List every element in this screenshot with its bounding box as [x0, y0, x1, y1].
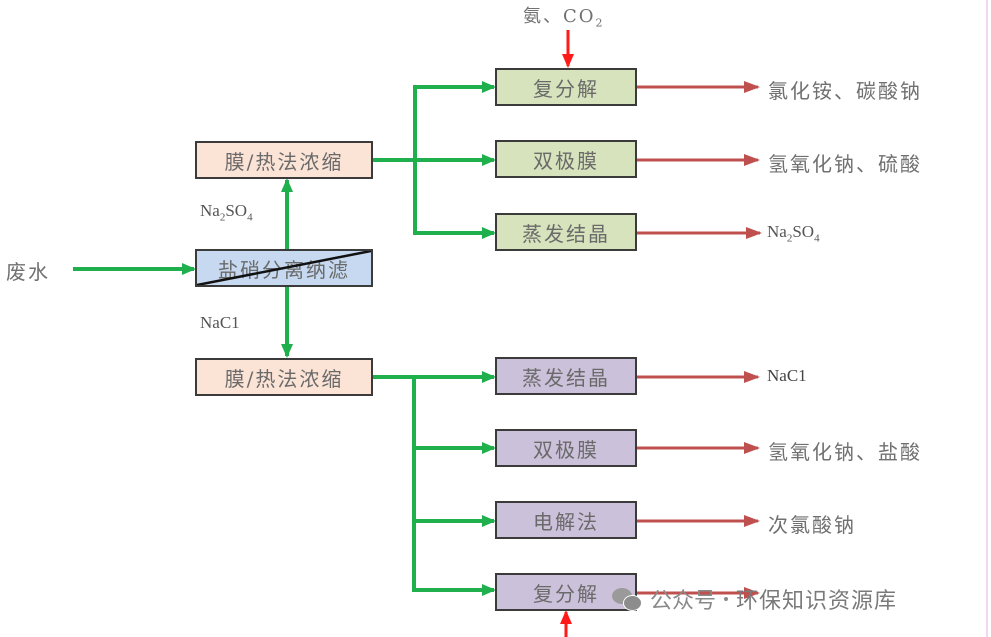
- product-label: 氢氧化钠、硫酸: [768, 152, 922, 176]
- upper-distribution-lines: [373, 81, 496, 239]
- lower-distribution-lines: [373, 371, 496, 596]
- top-feed-label: 氨、CO2: [523, 6, 605, 30]
- watermark-name: 环保知识资源库: [736, 589, 898, 614]
- process-label: 复分解: [533, 581, 599, 606]
- product-label: 氯化铵、碳酸钠: [768, 79, 922, 103]
- frame-border: [986, 0, 988, 637]
- product-arrows: [637, 81, 762, 599]
- product-label: Na2SO4: [767, 222, 820, 245]
- product-label: NaC1: [767, 366, 807, 385]
- process-label: 双极膜: [533, 437, 599, 462]
- product-label: 氢氧化钠、盐酸: [768, 440, 922, 464]
- lower-process-box: 电解法: [495, 501, 637, 539]
- separator-dot: [724, 597, 729, 601]
- lower-concentrator-box: 膜/热法浓缩: [195, 358, 373, 396]
- process-label: 蒸发结晶: [522, 365, 610, 390]
- lower-concentrator-label: 膜/热法浓缩: [224, 366, 344, 391]
- lower-process-box: 蒸发结晶: [495, 357, 637, 395]
- watermark: 公众号 环保知识资源库: [612, 583, 897, 615]
- process-label: 蒸发结晶: [522, 221, 610, 246]
- process-label: 复分解: [533, 76, 599, 101]
- process-label: 双极膜: [533, 148, 599, 173]
- upper-process-box: 复分解: [495, 68, 637, 106]
- upper-process-box: 蒸发结晶: [495, 213, 637, 251]
- product-label: 次氯酸钠: [768, 513, 856, 537]
- separator-diagonal: [197, 251, 371, 285]
- lower-branch-label: NaC1: [200, 313, 240, 332]
- wechat-icon: [612, 586, 642, 612]
- watermark-channel: 公众号: [650, 589, 717, 614]
- upper-concentrator-label: 膜/热法浓缩: [224, 149, 344, 174]
- process-label: 电解法: [533, 509, 599, 534]
- upper-concentrator-box: 膜/热法浓缩: [195, 141, 373, 179]
- input-label: 废水: [6, 260, 50, 284]
- upper-branch-label: Na2SO4: [200, 201, 253, 224]
- separator-box: 盐硝分离纳滤: [195, 249, 373, 287]
- lower-process-box: 双极膜: [495, 429, 637, 467]
- upper-process-box: 双极膜: [495, 140, 637, 178]
